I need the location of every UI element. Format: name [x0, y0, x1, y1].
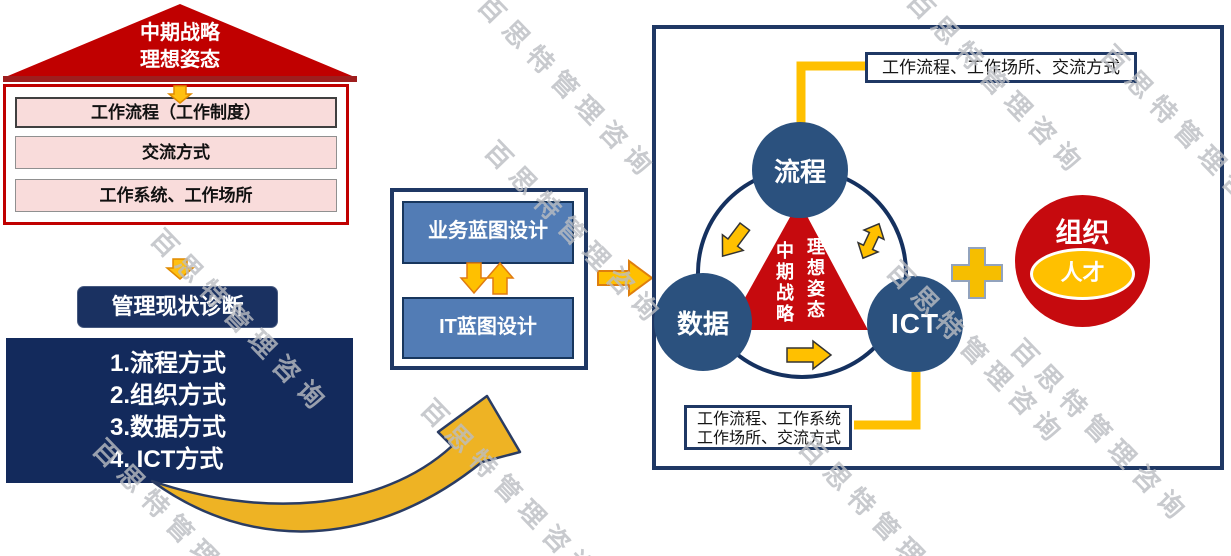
flow-arrow-left-to-right	[786, 339, 833, 371]
top-label-connector	[796, 61, 865, 126]
circle-ict: ICT	[867, 276, 963, 372]
it-blueprint-box: IT蓝图设计	[402, 297, 574, 359]
diagnosis-item: 3.数据方式	[110, 414, 227, 441]
roof-title-line1: 中期战略	[140, 22, 220, 44]
house-roof-title: 中期战略 理想姿态	[80, 20, 280, 74]
bottom-annotation-line1: 工作流程、工作系统	[697, 411, 842, 428]
diagnosis-list: 1.流程方式 2.组织方式 3.数据方式 4. ICT方式	[6, 338, 353, 476]
plus-icon	[951, 247, 1003, 299]
diagnosis-item: 2.组织方式	[110, 382, 227, 409]
diagnosis-title-box: 管理现状诊断	[77, 286, 278, 328]
circle-process: 流程	[752, 122, 848, 218]
house-body-frame: 工作流程（工作制度） 交流方式 工作系统、工作场所	[3, 84, 349, 225]
house-row-communication: 交流方式	[15, 136, 337, 169]
house-roof-base-bar	[3, 76, 357, 82]
watermark: 百思特管理咨询	[414, 393, 607, 556]
top-annotation-box: 工作流程、工作场所、交流方式	[865, 52, 1137, 83]
target-state-panel: 中期战略 理想姿态 流程 数据 ICT 工作流程、工作场所、交流方式 工作流程、…	[652, 25, 1224, 470]
house-row-systems: 工作系统、工作场所	[15, 179, 337, 212]
right-arrow-icon	[597, 259, 654, 297]
diagnosis-item: 1.流程方式	[110, 350, 227, 377]
diagnosis-list-box: 1.流程方式 2.组织方式 3.数据方式 4. ICT方式	[6, 338, 353, 483]
house-row-workflow: 工作流程（工作制度）	[15, 97, 337, 128]
house-roof-triangle	[3, 4, 357, 78]
talent-ellipse: 人才	[1030, 248, 1135, 300]
bottom-annotation-line2: 工作场所、交流方式	[697, 430, 842, 447]
organization-label: 组织	[1055, 218, 1110, 248]
roof-title-line2: 理想姿态	[140, 49, 220, 71]
business-blueprint-box: 业务蓝图设计	[402, 201, 574, 264]
double-arrow-top-right	[856, 222, 886, 260]
triangle-text-ideal: 理想姿态	[805, 237, 825, 321]
flow-arrow-top-to-left	[721, 221, 751, 258]
watermark: 百思特管理咨询	[471, 0, 664, 187]
organization-ellipse: 组织 人才	[1015, 195, 1150, 327]
bottom-annotation-box: 工作流程、工作系统 工作场所、交流方式	[684, 405, 852, 450]
bottom-label-connector	[854, 372, 921, 430]
triangle-text-strategy: 中期战略	[774, 241, 794, 325]
blueprint-panel: 业务蓝图设计 IT蓝图设计	[390, 188, 588, 370]
circle-data: 数据	[654, 273, 752, 371]
diagnosis-item: 4. ICT方式	[110, 446, 224, 473]
down-arrow-icon	[164, 258, 196, 280]
